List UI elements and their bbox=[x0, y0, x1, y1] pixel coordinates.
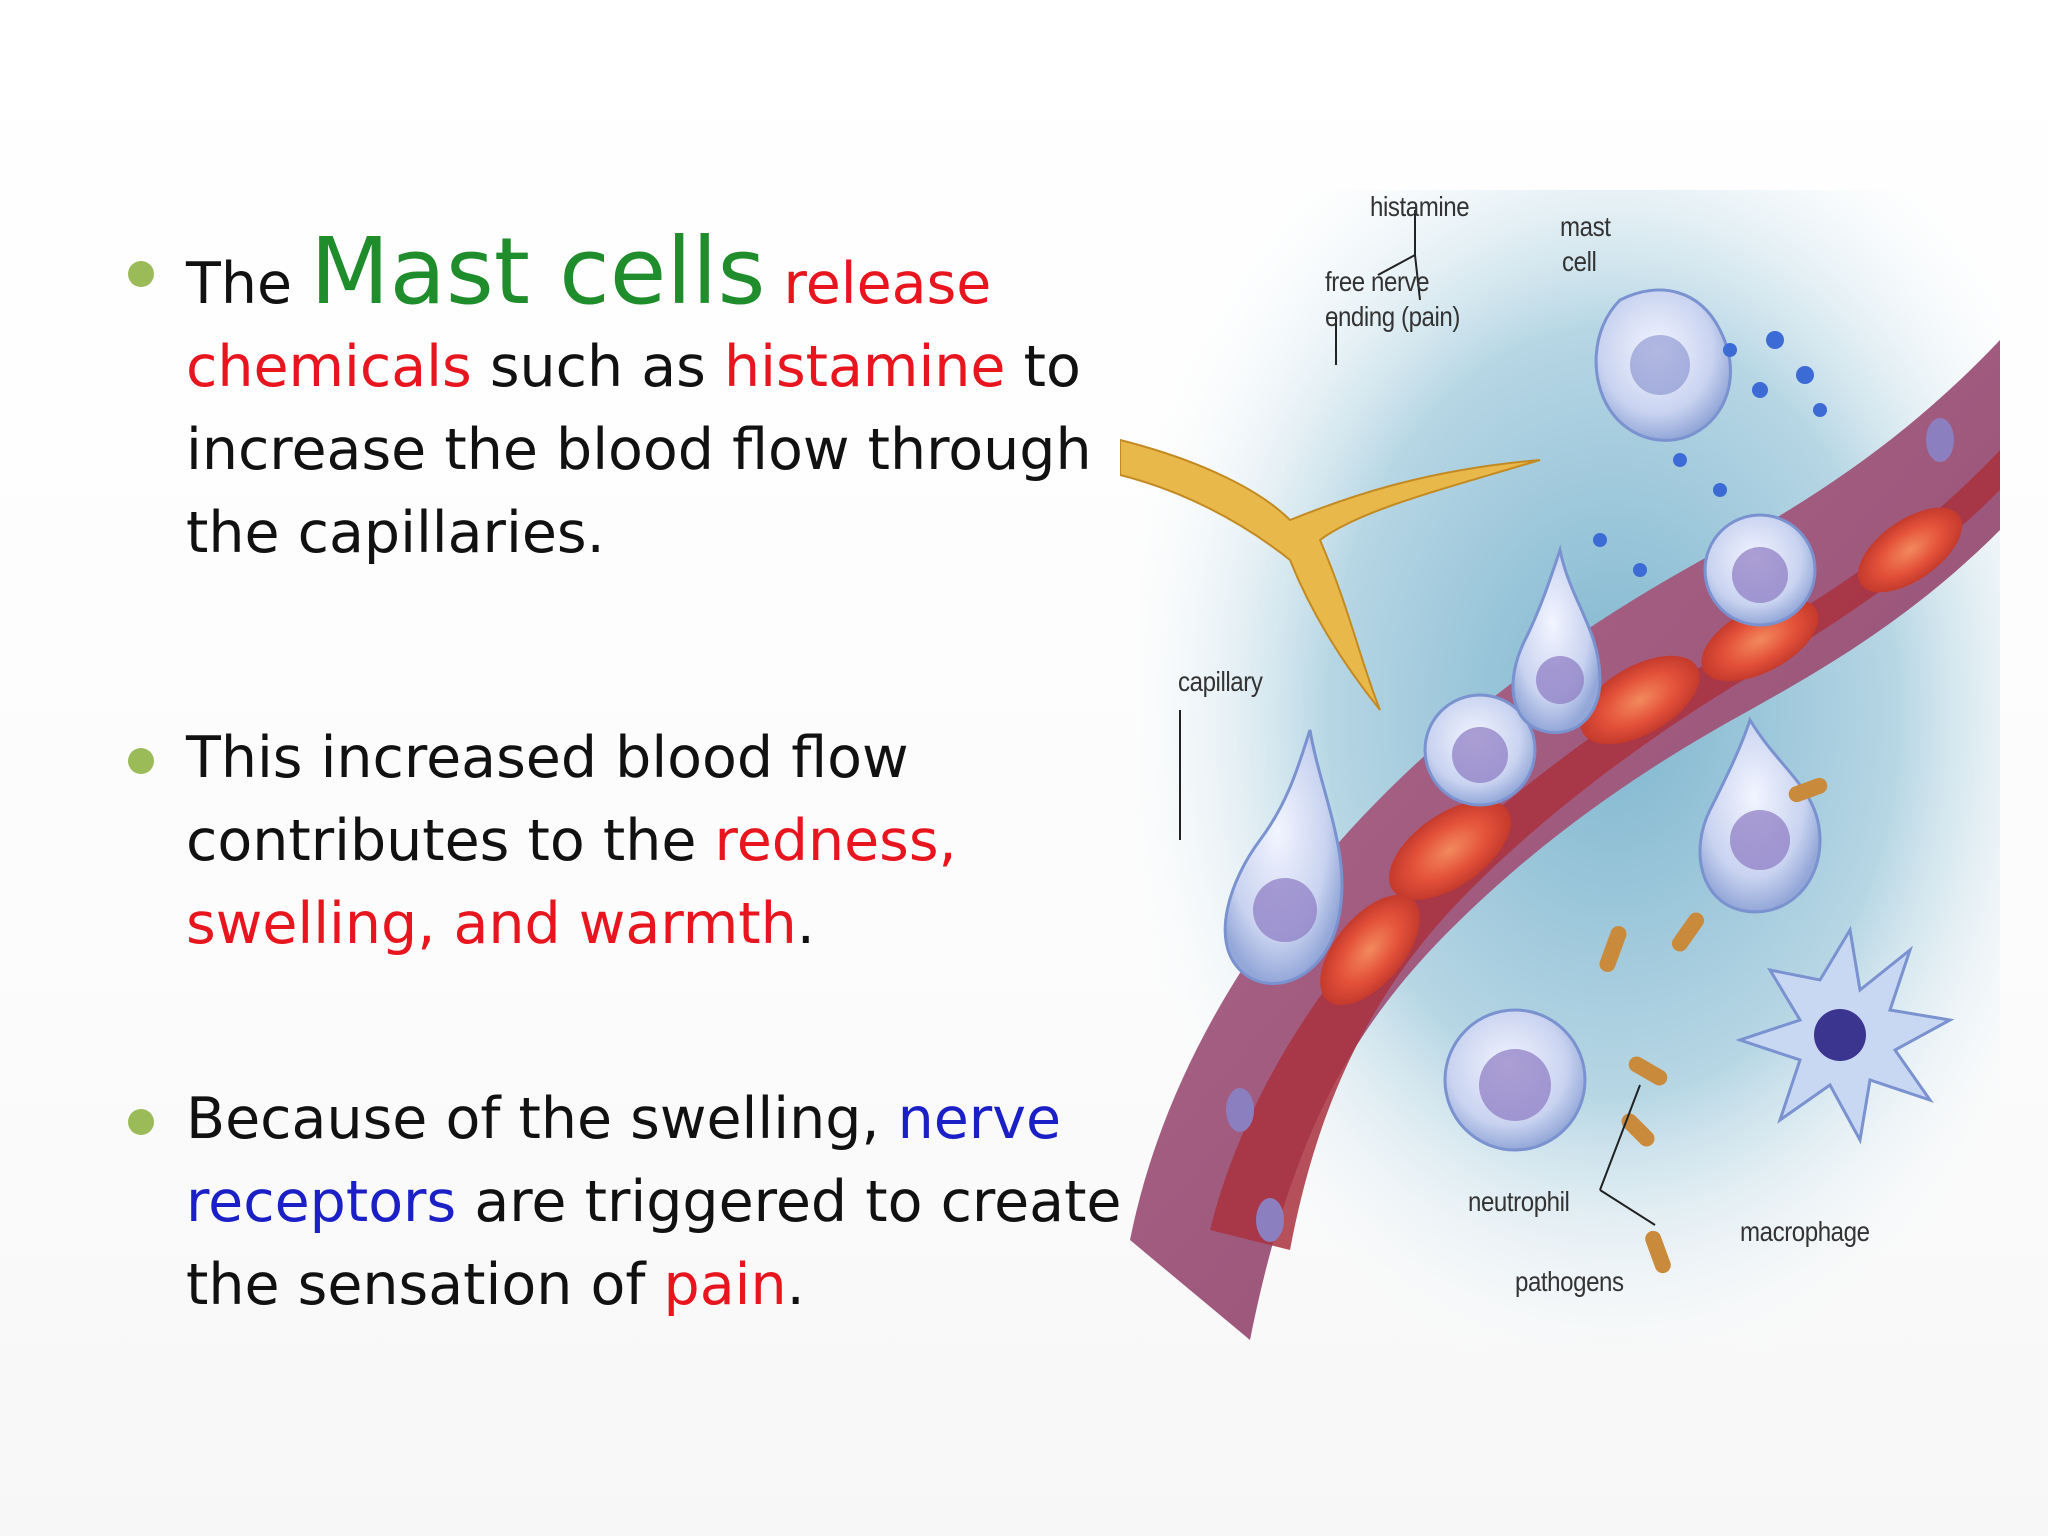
bullet-text: This increased blood flow contributes to… bbox=[186, 717, 1146, 966]
bullet-dot bbox=[128, 748, 154, 774]
text-run: are triggered to create bbox=[456, 1169, 1122, 1235]
mast-cell bbox=[1594, 288, 1732, 442]
bullet-line: This increased blood flow bbox=[186, 725, 909, 791]
label-free-nerve-line1: free nerve bbox=[1325, 266, 1430, 297]
label-mast-cell-line2: cell bbox=[1562, 246, 1597, 277]
neutrophil bbox=[1223, 729, 1344, 985]
bullet-text: The Mast cells release chemicals such as… bbox=[186, 226, 1146, 575]
bullet-line: receptors are triggered to create bbox=[186, 1161, 1146, 1244]
bullet-dot bbox=[128, 261, 154, 287]
label-histamine: histamine bbox=[1370, 191, 1470, 222]
neutrophil bbox=[1423, 693, 1537, 807]
bullet-line: swelling, and warmth. bbox=[186, 883, 1146, 966]
neutrophil bbox=[1511, 544, 1602, 735]
red-blood-cell bbox=[1389, 800, 1511, 900]
red-blood-cell bbox=[1580, 655, 1700, 745]
label-capillary: capillary bbox=[1178, 666, 1263, 697]
capillary-diagram bbox=[1120, 190, 2000, 1350]
bullet-text: Because of the swelling, nerve receptors… bbox=[186, 1078, 1146, 1327]
endothelial-nucleus bbox=[1926, 418, 1954, 462]
pathogens bbox=[1599, 777, 1828, 1274]
text-run: to bbox=[1005, 334, 1081, 400]
label-mast-cell-line1: mast bbox=[1560, 211, 1611, 242]
text-run: The bbox=[186, 251, 311, 317]
text-run: such as bbox=[471, 334, 724, 400]
bullet-line: The Mast cells release bbox=[186, 226, 1146, 326]
bullet-line: the capillaries. bbox=[186, 500, 605, 566]
bullet-line: the sensation of pain. bbox=[186, 1244, 1146, 1327]
bullet-line: chemicals such as histamine to bbox=[186, 326, 1146, 409]
label-leader-lines bbox=[1179, 210, 1656, 1226]
text-run: the sensation of bbox=[186, 1252, 664, 1318]
endothelial-nucleus bbox=[1226, 1088, 1254, 1132]
text-run: Because of the swelling, bbox=[186, 1086, 898, 1152]
text-run: . bbox=[786, 1252, 805, 1318]
highlight-pain: pain bbox=[663, 1252, 787, 1318]
histamine-granules bbox=[1593, 331, 1827, 577]
red-blood-cell bbox=[1320, 894, 1420, 1006]
red-blood-cell bbox=[1701, 598, 1819, 682]
bullet-dot bbox=[128, 1109, 154, 1135]
bullet-line: contributes to the redness, bbox=[186, 800, 1146, 883]
label-free-nerve-line2: ending (pain) bbox=[1325, 301, 1460, 332]
bullet-line: Because of the swelling, nerve bbox=[186, 1078, 1146, 1161]
highlight-histamine: histamine bbox=[723, 334, 1006, 400]
highlight-receptors: receptors bbox=[186, 1169, 457, 1235]
highlight-chemicals: chemicals bbox=[186, 334, 472, 400]
highlight-redness: redness, bbox=[714, 808, 957, 874]
inflammation-illustration: histamine mast cell free nerve ending (p… bbox=[1120, 190, 2000, 1350]
neutrophil bbox=[1703, 513, 1817, 627]
text-run: . bbox=[796, 891, 815, 957]
label-pathogens: pathogens bbox=[1515, 1266, 1624, 1297]
highlight-nerve: nerve bbox=[897, 1086, 1062, 1152]
bullet-line: increase the blood flow through bbox=[186, 417, 1092, 483]
red-blood-cell bbox=[1857, 507, 1963, 593]
endothelial-nucleus bbox=[1256, 1198, 1284, 1242]
label-macrophage: macrophage bbox=[1740, 1216, 1870, 1247]
neutrophil bbox=[1443, 1008, 1587, 1152]
highlight-release: release bbox=[765, 251, 992, 317]
text-run: contributes to the bbox=[186, 808, 715, 874]
highlight-mast-cells: Mast cells bbox=[310, 218, 766, 325]
label-neutrophil: neutrophil bbox=[1468, 1186, 1570, 1217]
highlight-swelling-warmth: swelling, and warmth bbox=[186, 891, 797, 957]
macrophage bbox=[1735, 925, 1955, 1145]
nerve-ending bbox=[1120, 438, 1541, 711]
